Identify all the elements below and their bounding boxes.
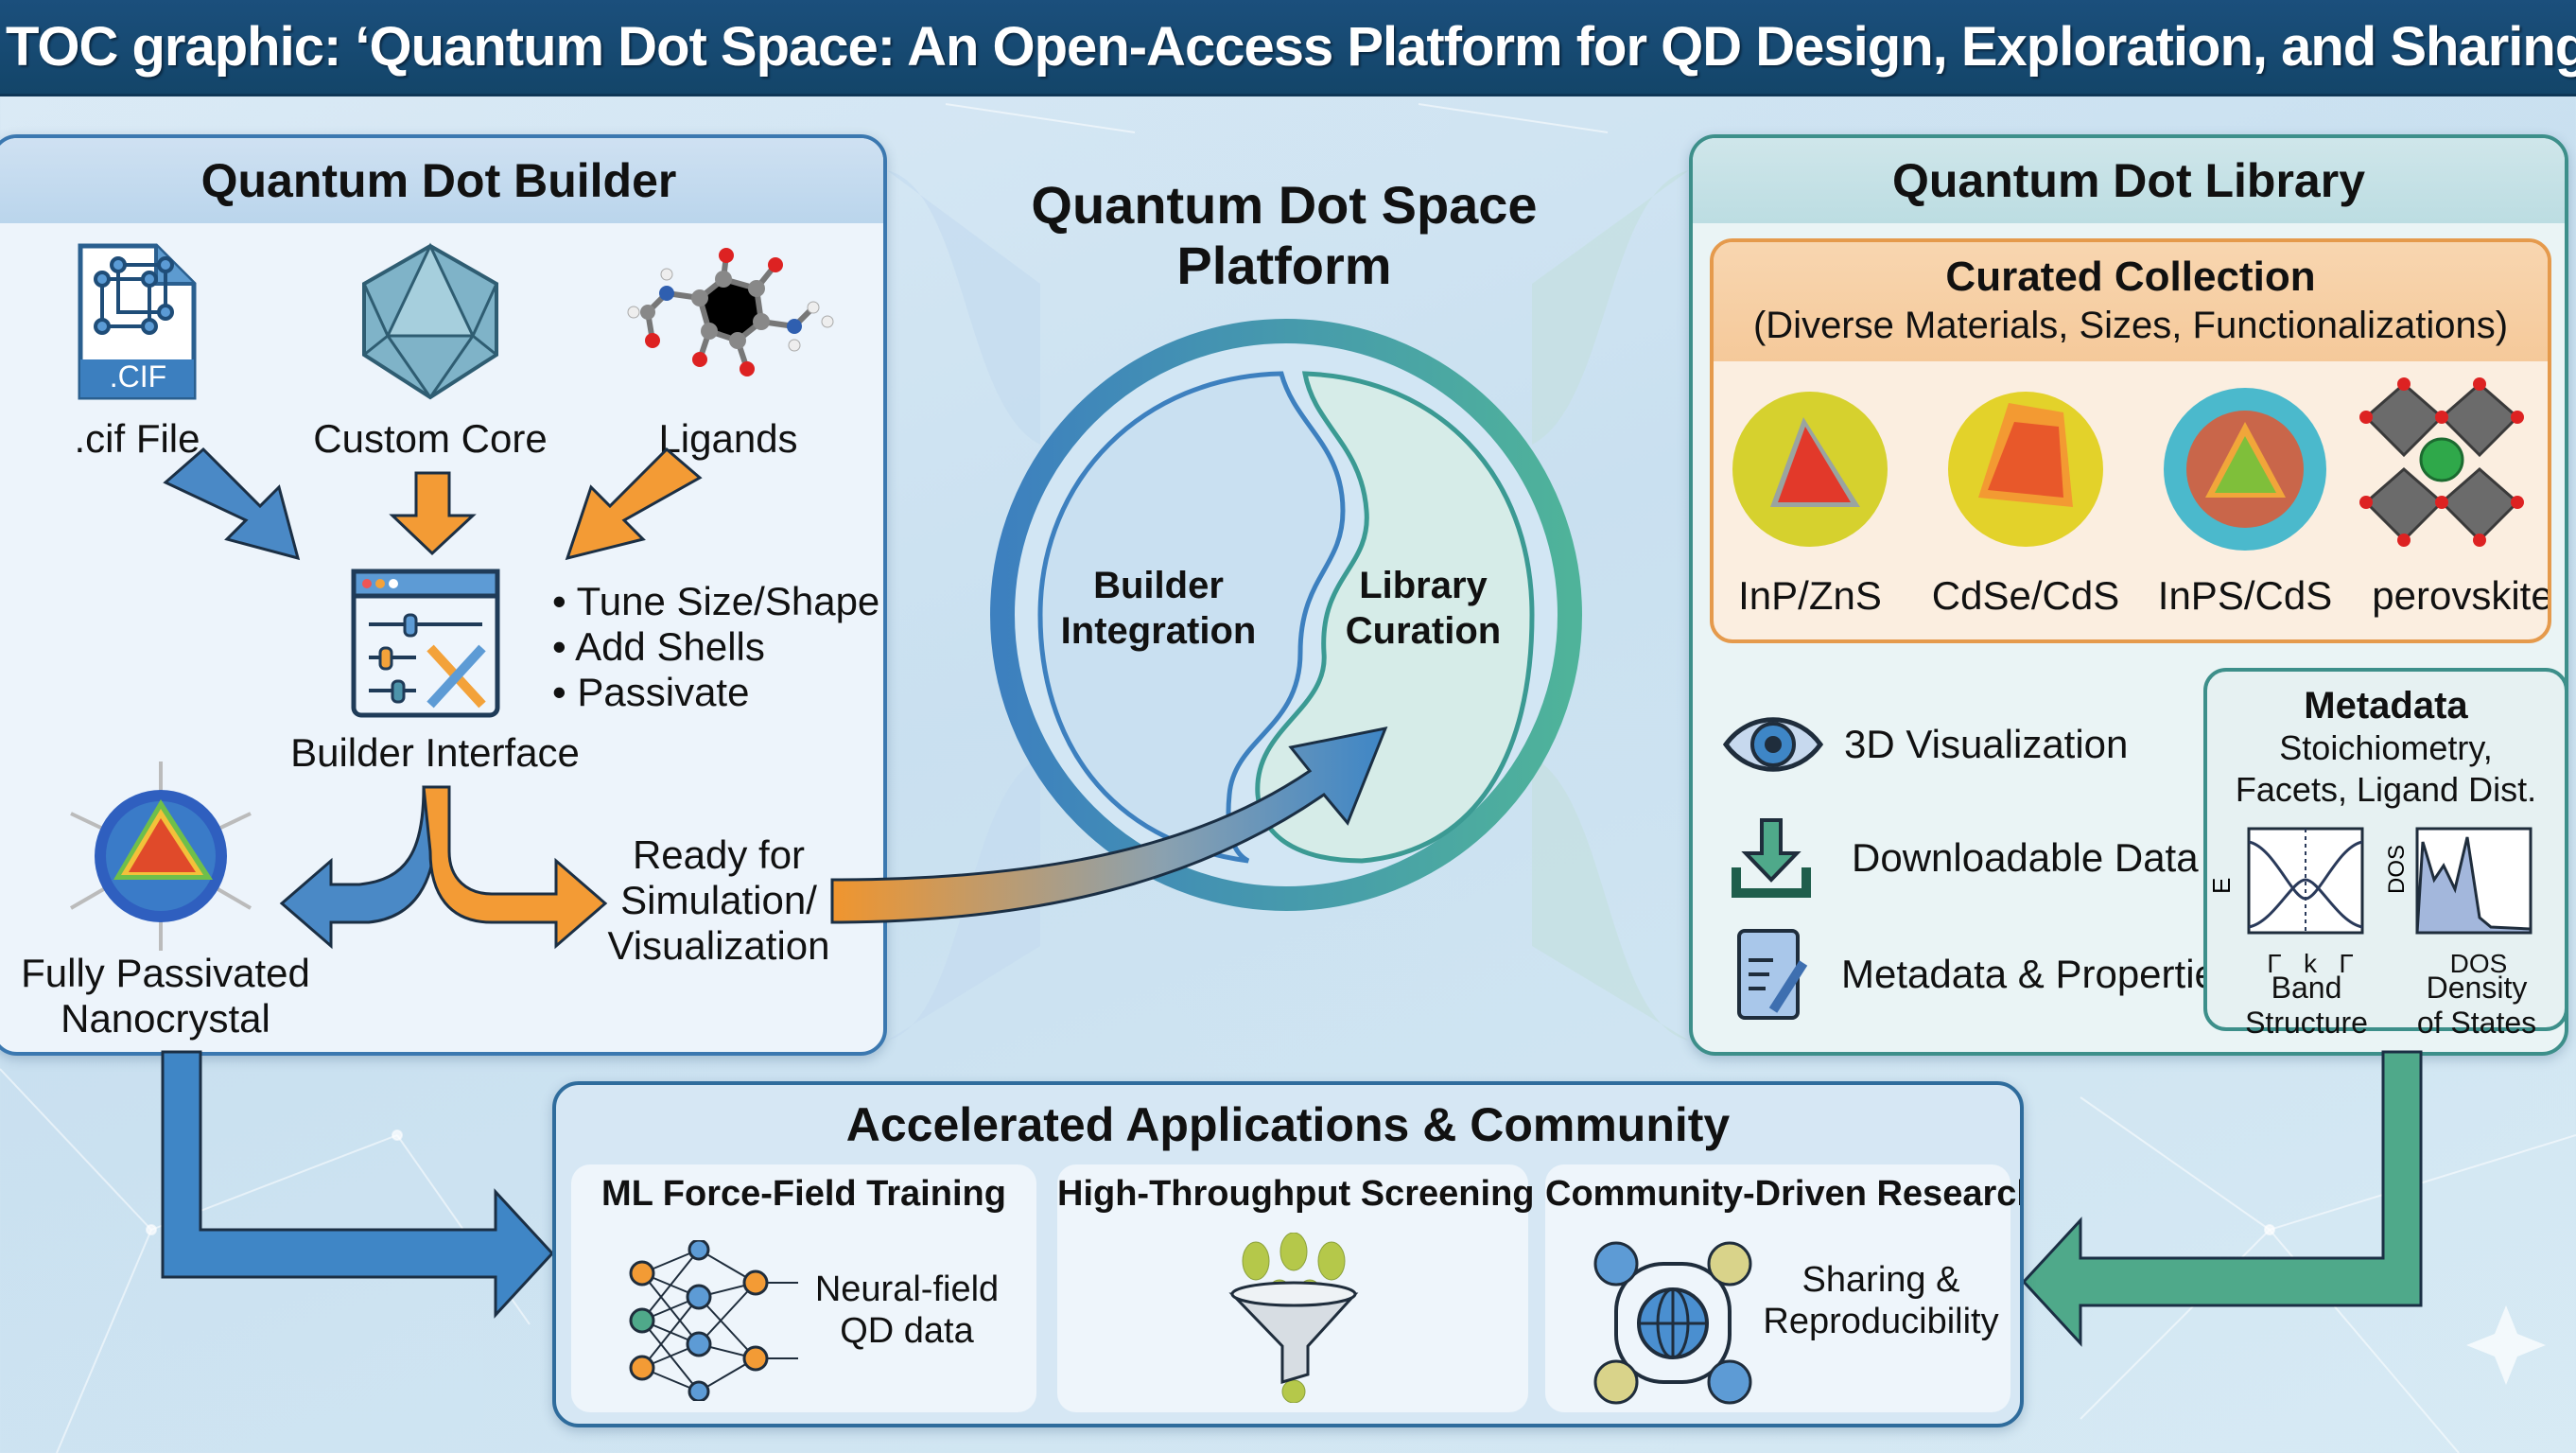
perovskite-structure-image [2359,377,2524,547]
builder-interface-icon [351,569,500,718]
metadata-title: Metadata [2304,685,2468,726]
cif-file-icon [78,243,197,400]
cif-badge: .CIF [109,359,167,394]
builder-title: Quantum Dot Builder [0,138,883,223]
icosahedron-icon [362,242,498,400]
feature-3d-visualization[interactable]: 3D Visualization [1721,711,2128,778]
dos-curve [2415,836,2532,935]
inp-zns-qd-image [1732,392,1888,547]
feature-label: Downloadable Data [1852,835,2199,880]
builder-interface-label: Builder Interface [290,730,580,775]
action-item: Add Shells [552,624,879,670]
community-globe-icon [1593,1241,1752,1405]
action-item: Tune Size/Shape [552,579,880,624]
header-bar: TOC graphic: ‘Quantum Dot Space: An Open… [0,0,2576,96]
valence-band [2248,878,2363,929]
library-curation-label: Library Curation [1345,565,1502,652]
community-card-text: Sharing &Reproducibility [1763,1260,1999,1341]
applications-panel: Accelerated Applications & Community ML … [552,1081,2024,1427]
library-title: Quantum Dot Library [1693,138,2565,223]
platform-title: Quantum Dot Space Platform [1031,175,1538,295]
curated-title: Curated Collection [1945,254,2316,300]
curated-collection-box: Curated Collection (Diverse Materials, S… [1710,238,2551,643]
dos-ylabel: DOS [2384,845,2410,894]
qd-materials-images [1732,377,2524,551]
ligands-label: Ligands [658,416,798,461]
library-to-applications-arrow [2021,1050,2423,1347]
arrow-cif-to-builder [163,446,301,561]
platform-outer-ring [990,319,1582,911]
feature-downloadable-data[interactable]: Downloadable Data [1729,815,2199,901]
feature-label: Metadata & Properties [1841,952,2237,996]
funnel-icon [1228,1233,1359,1403]
action-item: Passivate [552,670,879,715]
arrow-to-nanocrystal [279,786,437,950]
ligand-molecule-icon [627,248,834,376]
band-ylabel: E [2207,878,2236,894]
cdse-cds-qd-image [1948,392,2103,547]
page-title: TOC graphic: ‘Quantum Dot Space: An Open… [6,16,2576,78]
download-icon [1732,818,1811,898]
material-label: CdSe/CdS [1931,573,2120,618]
eye-icon [1722,717,1824,772]
builder-to-library-arrow [830,726,1388,924]
document-edit-icon [1737,929,1808,1020]
metadata-box: Metadata Stoichiometry, Facets, Ligand D… [2203,668,2568,1040]
inps-cds-qd-image [2164,388,2326,551]
feature-metadata-properties[interactable]: Metadata & Properties [1735,927,2237,1022]
nanocrystal-label: Fully Passivated Nanocrystal [21,951,310,1041]
material-label: InPS/CdS [2157,573,2333,618]
applications-title: Accelerated Applications & Community [845,1098,1731,1151]
cif-file-label: .cif File [74,416,200,461]
material-label: InP/ZnS [1738,573,1882,618]
card-community-research: Community-Driven Research Sharing &Repro… [1545,1164,2020,1412]
band-ticks: Γ k Γ [2267,949,2354,978]
card-high-throughput: High-Throughput Screening [1057,1164,1535,1412]
builder-flow-arrows [163,446,703,950]
dos-xlabel: DOS [2449,949,2508,978]
passivated-nanocrystal-image [69,762,252,951]
builder-actions-list: Tune Size/Shape Add Shells Passivate [552,579,879,715]
feature-label: 3D Visualization [1844,722,2129,766]
neural-network-icon [629,1240,798,1401]
arrow-to-simulation [422,785,608,950]
simulation-ready-label: Ready for Simulation/ Visualization [607,832,830,968]
builder-integration-label: Builder Integration [1060,565,1257,652]
arrow-core-to-builder [389,471,477,556]
arrow-ligands-to-builder [565,446,703,561]
custom-core-label: Custom Core [313,416,548,461]
metadata-plots: E DOS [2207,827,2532,935]
material-label: perovskite [2372,573,2551,618]
curated-subtitle: (Diverse Materials, Sizes, Functionaliza… [1752,305,2509,346]
builder-to-applications-arrow [161,1050,555,1319]
